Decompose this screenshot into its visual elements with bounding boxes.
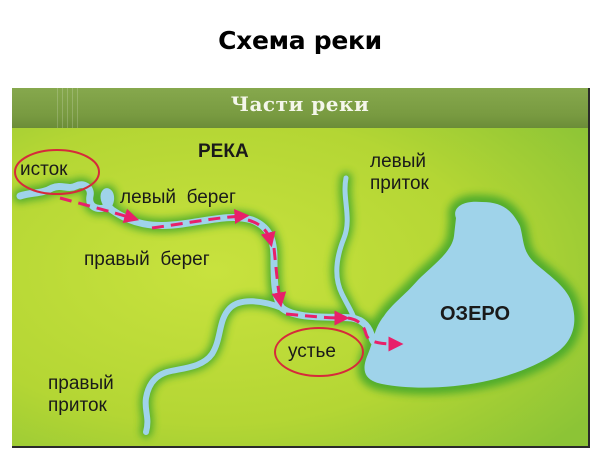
lake-label: ОЗЕРО	[440, 303, 511, 325]
left-tributary	[334, 175, 357, 321]
right-tributary-label-line2: приток	[48, 395, 107, 416]
left-bank-label: левый берег	[120, 187, 236, 208]
mouth-circle	[274, 327, 364, 377]
banner-decoration	[57, 88, 81, 128]
river-label: РЕКА	[198, 141, 249, 162]
right-bank-label: правый берег	[84, 249, 210, 270]
lake-shape	[364, 201, 575, 388]
left-tributary-label-line1: левый	[370, 151, 427, 172]
mouth-label: устье	[288, 341, 336, 362]
right-tributary	[142, 298, 285, 435]
river-map: РЕКА исток левый берег правый берег левы…	[12, 128, 588, 448]
source-label: исток	[20, 159, 68, 180]
source-circle	[14, 149, 100, 195]
slide-title: Схема реки	[218, 26, 382, 55]
right-tributary-label-line1: правый	[48, 373, 114, 394]
river-map-graphic	[12, 128, 588, 446]
flow-direction-arrows	[59, 196, 404, 352]
left-tributary-label-line2: приток	[370, 173, 429, 194]
figure-title: Части реки	[230, 92, 370, 116]
figure-banner: Части реки	[12, 88, 588, 128]
river-diagram-figure: Части реки	[12, 88, 590, 448]
